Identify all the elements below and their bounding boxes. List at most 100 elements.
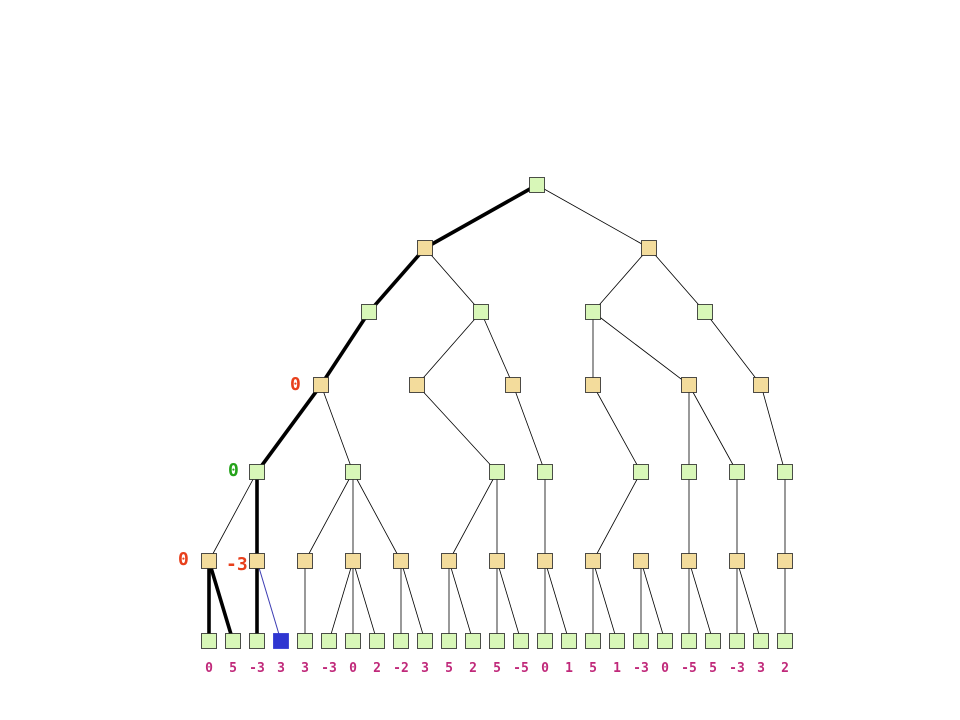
leaf-node-3 <box>273 633 289 649</box>
min-node-d3-5 <box>753 377 769 393</box>
max-node-d2-0 <box>361 304 377 320</box>
tree-edge-D4_1-D5_4 <box>352 471 402 562</box>
tree-edge-D1_1-D2_3 <box>648 247 706 313</box>
tree-edge-D3_0-D4_1 <box>320 384 354 473</box>
tree-edge-D4_4-D5_8 <box>592 471 642 562</box>
min-node-d1-0 <box>417 240 433 256</box>
leaf-value-19: 0 <box>661 661 669 676</box>
tree-edge-D2_2-D3_4 <box>592 311 690 386</box>
tree-edge-D2_1-D3_1 <box>416 311 482 386</box>
min-node-d3-3 <box>585 377 601 393</box>
max-node-d4-7 <box>777 464 793 480</box>
leaf-value-4: 3 <box>301 661 309 676</box>
tree-edge-D4_2-D5_5 <box>448 471 498 562</box>
leaf-value-22: -3 <box>729 661 745 676</box>
leaf-node-23 <box>753 633 769 649</box>
leaf-node-2 <box>249 633 265 649</box>
tree-edge-D5_5-L11 <box>448 560 474 642</box>
leaf-node-16 <box>585 633 601 649</box>
min-node-d5-7 <box>537 553 553 569</box>
min-node-d5-9 <box>633 553 649 569</box>
max-node-d4-4 <box>633 464 649 480</box>
leaf-value-15: 1 <box>565 661 573 676</box>
tree-edge-D5_3-L5 <box>328 560 354 642</box>
min-node-d5-8 <box>585 553 601 569</box>
leaf-value-3: 3 <box>277 661 285 676</box>
leaf-node-12 <box>489 633 505 649</box>
tree-edge-D5_10-L21 <box>688 560 714 642</box>
leaf-value-14: 0 <box>541 661 549 676</box>
leaf-value-2: -3 <box>249 661 265 676</box>
tree-edge-D1_0-D2_1 <box>424 247 482 313</box>
node-value-d5-1: -3 <box>226 554 248 575</box>
tree-edge-D5_0-L1 <box>207 560 235 642</box>
tree-edge-D2_3-D3_5 <box>704 311 762 386</box>
min-node-d5-10 <box>681 553 697 569</box>
max-node-d4-1 <box>345 464 361 480</box>
tree-edge-D0_0-D1_0 <box>424 183 538 250</box>
tree-edge-D5_1-L3 <box>256 560 282 642</box>
min-node-d3-1 <box>409 377 425 393</box>
tree-edge-D5_11-L23 <box>736 560 762 642</box>
min-node-d5-5 <box>441 553 457 569</box>
max-node-d4-5 <box>681 464 697 480</box>
min-node-d5-2 <box>297 553 313 569</box>
tree-edge-D3_0-D4_0 <box>255 383 323 474</box>
tree-edge-D1_0-D2_0 <box>367 246 427 314</box>
leaf-value-9: 3 <box>421 661 429 676</box>
leaf-node-10 <box>441 633 457 649</box>
tree-edge-D3_3-D4_4 <box>592 384 642 473</box>
min-node-d1-1 <box>641 240 657 256</box>
leaf-node-19 <box>657 633 673 649</box>
leaf-node-24 <box>777 633 793 649</box>
max-node-d4-6 <box>729 464 745 480</box>
node-value-d5-0: 0 <box>178 549 189 570</box>
tree-edge-D3_5-D4_7 <box>760 384 786 473</box>
leaf-value-12: 5 <box>493 661 501 676</box>
node-value-d4-0: 0 <box>228 460 239 481</box>
tree-edge-D5_8-L17 <box>592 560 618 642</box>
tree-edges <box>207 183 786 642</box>
leaf-node-5 <box>321 633 337 649</box>
min-node-d5-12 <box>777 553 793 569</box>
leaf-value-17: 1 <box>613 661 621 676</box>
leaf-node-17 <box>609 633 625 649</box>
leaf-node-4 <box>297 633 313 649</box>
leaf-value-1: 5 <box>229 661 237 676</box>
tree-edge-D2_1-D3_2 <box>480 311 514 386</box>
leaf-value-24: 2 <box>781 661 789 676</box>
tree-nodes <box>201 177 793 649</box>
leaf-node-11 <box>465 633 481 649</box>
min-node-d3-0 <box>313 377 329 393</box>
leaf-node-22 <box>729 633 745 649</box>
min-node-d3-2 <box>505 377 521 393</box>
tree-edge-D4_1-D5_2 <box>304 471 354 562</box>
leaf-value-16: 5 <box>589 661 597 676</box>
min-node-d5-3 <box>345 553 361 569</box>
leaf-node-20 <box>681 633 697 649</box>
max-node-d2-2 <box>585 304 601 320</box>
leaf-node-15 <box>561 633 577 649</box>
leaf-value-0: 0 <box>205 661 213 676</box>
tree-edge-D3_4-D4_6 <box>688 384 738 473</box>
max-node-d4-2 <box>489 464 505 480</box>
tree-edge-D3_1-D4_2 <box>416 384 498 473</box>
tree-edge-D4_0-D5_0 <box>208 471 258 562</box>
tree-edge-D0_0-D1_1 <box>536 184 650 249</box>
tree-edge-D5_4-L9 <box>400 560 426 642</box>
min-node-d5-4 <box>393 553 409 569</box>
leaf-node-18 <box>633 633 649 649</box>
min-node-d5-1 <box>249 553 265 569</box>
min-node-d5-0 <box>201 553 217 569</box>
leaf-value-6: 0 <box>349 661 357 676</box>
leaf-node-7 <box>369 633 385 649</box>
leaf-value-21: 5 <box>709 661 717 676</box>
leaf-node-21 <box>705 633 721 649</box>
leaf-node-6 <box>345 633 361 649</box>
leaf-value-23: 3 <box>757 661 765 676</box>
leaf-value-5: -3 <box>321 661 337 676</box>
min-node-d3-4 <box>681 377 697 393</box>
max-node-d2-1 <box>473 304 489 320</box>
tree-edge-D3_2-D4_3 <box>512 384 546 473</box>
